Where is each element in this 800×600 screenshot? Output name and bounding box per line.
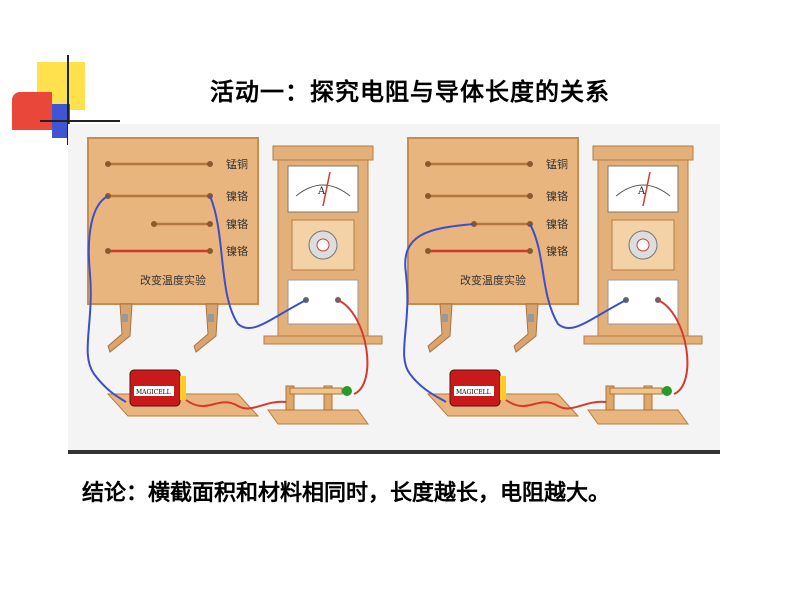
ammeter: A <box>583 145 703 345</box>
slide-title: 活动一：探究电阻与导体长度的关系 <box>210 78 610 106</box>
wire-label-1: 锰铜 <box>546 157 568 171</box>
meter-unit: A <box>637 186 646 197</box>
battery-label: MAGICELL <box>136 389 171 396</box>
battery-label: MAGICELL <box>456 389 491 396</box>
conclusion-text: 结论：横截面积和材料相同时，长度越长，电阻越大。 <box>82 481 611 506</box>
board-caption: 改变温度实验 <box>460 273 526 287</box>
experiment-diagram: 锰铜 镍铬 镍铬 镍铬 改变温度实验 A <box>68 124 720 454</box>
meter-unit: A <box>317 186 326 197</box>
ammeter: A <box>263 145 383 345</box>
wire-label-3: 镍铬 <box>226 217 248 231</box>
battery: MAGICELL <box>426 369 580 417</box>
switch <box>267 385 369 425</box>
switch <box>587 385 689 425</box>
board-caption: 改变温度实验 <box>140 273 206 287</box>
deco-red-square <box>12 92 52 130</box>
wire-label-4: 镍铬 <box>546 244 568 258</box>
deco-vertical-line <box>67 55 69 145</box>
wire-label-2: 镍铬 <box>546 189 568 203</box>
setup-left: 锰铜 镍铬 镍铬 镍铬 改变温度实验 A <box>86 137 383 425</box>
corner-decoration <box>0 0 120 150</box>
setup-right: 锰铜 镍铬 镍铬 镍铬 改变温度实验 A MAGICELL <box>403 137 703 425</box>
experiment-figure: 锰铜 镍铬 镍铬 镍铬 改变温度实验 A <box>68 124 720 454</box>
battery: MAGICELL <box>106 369 260 417</box>
wire-label-3: 镍铬 <box>546 217 568 231</box>
wire-label-2: 镍铬 <box>226 189 248 203</box>
wire-label-1: 锰铜 <box>226 157 248 171</box>
resistance-board <box>407 137 579 305</box>
wire-label-4: 镍铬 <box>226 244 248 258</box>
resistance-board <box>87 137 259 305</box>
deco-horizontal-line <box>40 120 120 122</box>
